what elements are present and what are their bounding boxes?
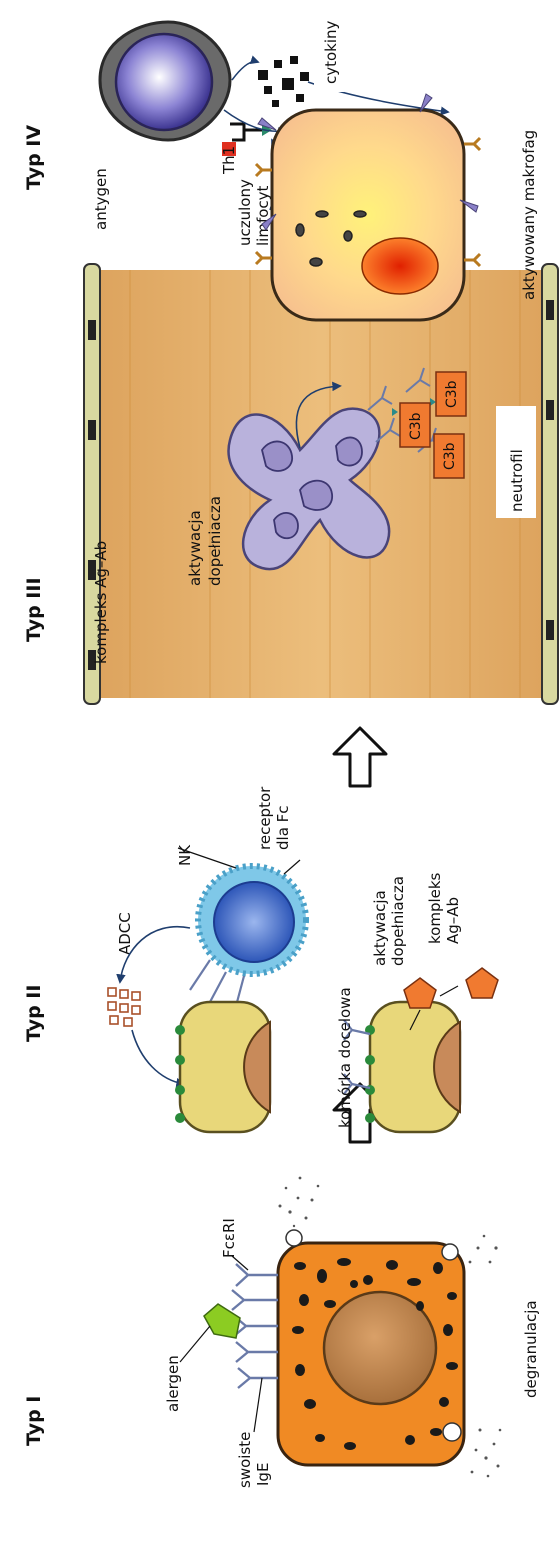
typ-IV-title: Typ IV bbox=[23, 125, 45, 190]
label-dopelniacza: dopełniacza bbox=[206, 496, 224, 586]
target-cell-2 bbox=[365, 1002, 460, 1132]
arrow-typ-II-to-III bbox=[334, 728, 386, 786]
label-aktywacja: aktywacja bbox=[186, 510, 204, 586]
label-dla-fc: dla Fc bbox=[274, 805, 292, 850]
tcr-receptor bbox=[230, 124, 262, 140]
c3b-label-1: C3b bbox=[408, 412, 424, 440]
label-kompleks-ag-ab: kompleks Ag–Ab bbox=[92, 541, 110, 664]
label-neutrofil: neutrofil bbox=[508, 449, 526, 512]
label-dopelniacza: dopełniacza bbox=[389, 876, 407, 966]
nk-cell bbox=[198, 866, 306, 974]
sensitized-lymphocyte bbox=[100, 22, 272, 156]
label-swoiste: swoiste bbox=[236, 1432, 254, 1488]
complement-pentagons bbox=[404, 968, 498, 1008]
section-typ-I: Typ I bbox=[23, 1177, 540, 1488]
label-alergen: alergen bbox=[164, 1355, 182, 1412]
label-antygen: antygen bbox=[92, 168, 110, 230]
activated-macrophage bbox=[256, 94, 480, 320]
label-cytokiny: cytokiny bbox=[322, 20, 340, 84]
target-cell-1 bbox=[175, 1002, 270, 1132]
macrophage-nucleus bbox=[362, 238, 438, 294]
label-adcc: ADCC bbox=[116, 912, 134, 955]
label-ag-ab: Ag–Ab bbox=[444, 897, 462, 944]
adcc-granules bbox=[108, 988, 140, 1026]
label-komorka: komórka docelowa bbox=[336, 987, 354, 1128]
label-aktywacja: aktywacja bbox=[371, 890, 389, 966]
mast-cell bbox=[278, 1230, 464, 1465]
label-kompleks: kompleks bbox=[426, 872, 444, 944]
typ-II-title: Typ II bbox=[23, 985, 45, 1042]
lymphocyte-nucleus bbox=[116, 34, 212, 130]
label-th1: Th1 bbox=[220, 146, 238, 175]
nk-nucleus bbox=[214, 882, 294, 962]
label-makrofag: aktywowany makrofag bbox=[520, 130, 538, 300]
c3b-label-3: C3b bbox=[442, 442, 458, 470]
label-ige: IgE bbox=[254, 1463, 272, 1486]
c3b-label-2: C3b bbox=[444, 380, 460, 408]
label-limfocyt: limfocyt bbox=[254, 185, 272, 246]
label-nk: NK bbox=[176, 844, 194, 866]
label-receptor: receptor bbox=[256, 786, 274, 850]
cytokine-squares bbox=[258, 56, 309, 107]
section-typ-III: Typ III bbox=[23, 264, 558, 704]
typ-III-title: Typ III bbox=[23, 577, 45, 642]
label-fceri: FcεRI bbox=[220, 1218, 238, 1258]
label-uczulony: uczulony bbox=[236, 179, 254, 246]
section-typ-II: Typ II ADCC NK receptor dla Fc bbox=[23, 786, 498, 1132]
typ-I-title: Typ I bbox=[23, 1396, 45, 1446]
label-degranulacja: degranulacja bbox=[522, 1300, 540, 1398]
